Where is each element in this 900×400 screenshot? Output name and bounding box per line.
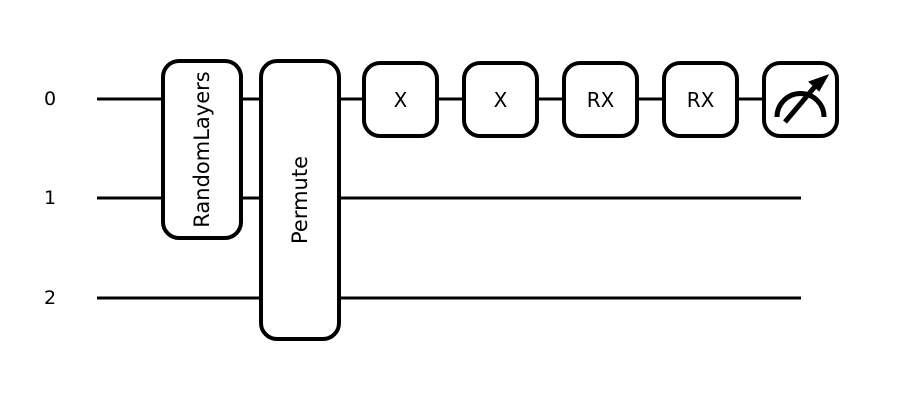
wire-label-1: 1 bbox=[44, 187, 56, 209]
gate-randomlayers-label: RandomLayers bbox=[190, 71, 214, 227]
gate-rx-1[interactable]: RX bbox=[562, 61, 639, 138]
gate-rx-2-label: RX bbox=[687, 88, 715, 112]
measure-meter-icon bbox=[774, 74, 830, 124]
gate-pauli-x-2[interactable]: X bbox=[462, 61, 539, 138]
gate-rx-1-label: RX bbox=[587, 88, 615, 112]
gate-rx-2[interactable]: RX bbox=[662, 61, 739, 138]
gate-rx-1-box[interactable] bbox=[562, 61, 639, 138]
gate-permute[interactable]: Permute bbox=[259, 59, 341, 341]
meter-arc-icon bbox=[774, 91, 827, 118]
wire-label-0: 0 bbox=[44, 88, 56, 110]
gate-pauli-x-2-box[interactable] bbox=[462, 61, 539, 138]
gate-pauli-x-1[interactable]: X bbox=[362, 61, 439, 138]
gate-measurement-box[interactable] bbox=[762, 61, 839, 138]
gate-pauli-x-1-label: X bbox=[394, 88, 408, 112]
gate-permute-label: Permute bbox=[288, 156, 312, 244]
gate-randomlayers-box[interactable] bbox=[161, 59, 243, 240]
gate-pauli-x-1-box[interactable] bbox=[362, 61, 439, 138]
gate-permute-box[interactable] bbox=[259, 59, 341, 341]
meter-needle-icon bbox=[783, 81, 820, 124]
wire-label-2: 2 bbox=[44, 287, 56, 309]
gate-pauli-x-2-label: X bbox=[494, 88, 508, 112]
gate-measurement[interactable] bbox=[762, 61, 839, 138]
meter-arrowhead-icon bbox=[808, 74, 830, 92]
gate-rx-2-box[interactable] bbox=[662, 61, 739, 138]
gate-randomlayers[interactable]: RandomLayers bbox=[161, 59, 243, 240]
